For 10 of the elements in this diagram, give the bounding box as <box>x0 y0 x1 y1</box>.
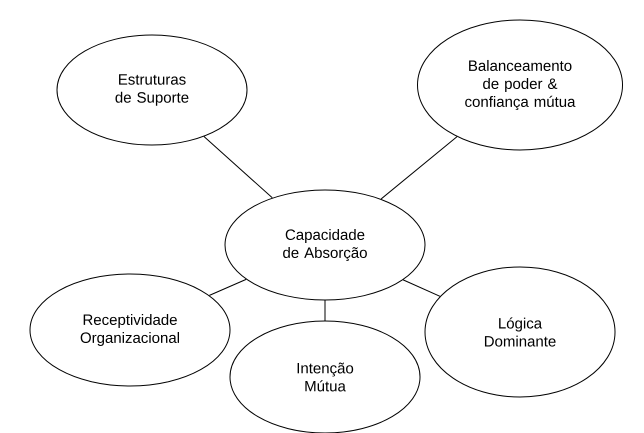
ellipse-node: Receptividade Organizacional <box>30 274 230 386</box>
ellipse-node: Balanceamento de poder & confiança mútua <box>417 20 624 150</box>
connector-line <box>203 136 273 198</box>
connector-line <box>380 136 458 200</box>
ellipse-node: Estruturas de Suporte <box>56 34 248 146</box>
ellipse-node: Lógica Dominante <box>424 266 616 398</box>
connector-line <box>324 300 326 321</box>
ellipse-node: Capacidade de Absorção <box>224 190 426 300</box>
connector-line <box>402 279 440 297</box>
connector-line <box>208 278 247 296</box>
